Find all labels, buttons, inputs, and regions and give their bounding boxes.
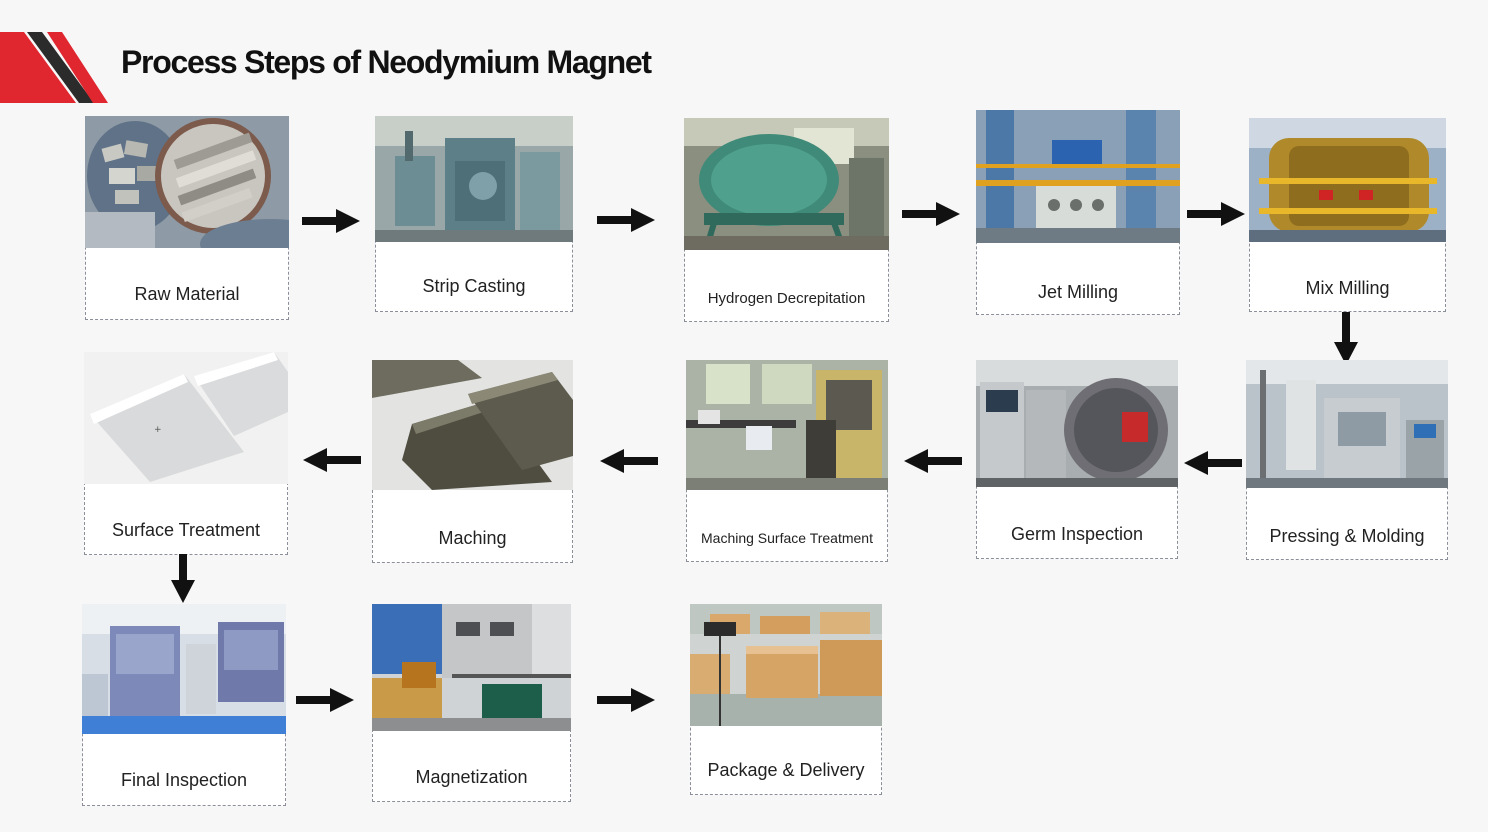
arrow-down-icon <box>1334 312 1358 365</box>
arrow-right-icon <box>296 688 354 712</box>
coated-magnets-photo: + <box>84 352 288 484</box>
pressing-molding-press-photo <box>1246 360 1448 488</box>
arrow-left-icon <box>1184 451 1242 475</box>
step-card-maching: Maching <box>372 360 573 563</box>
arrow-left-icon <box>600 449 658 473</box>
logo-stripes-icon <box>0 32 108 103</box>
step-card-raw-material: Raw Material <box>85 116 289 320</box>
boxed-pallets-photo <box>690 604 882 726</box>
step-label: Jet Milling <box>1037 282 1119 302</box>
step-label: Mix Milling <box>1305 278 1390 298</box>
arrow-right-icon <box>597 208 655 232</box>
arrow-down-icon <box>171 554 195 603</box>
hydrogen-decrepitation-machine-photo <box>684 118 889 250</box>
test-chambers-photo <box>82 604 286 734</box>
arrow-right-icon <box>597 688 655 712</box>
step-label: Pressing & Molding <box>1269 526 1425 546</box>
step-card-mix-milling: Mix Milling <box>1249 118 1446 312</box>
magnet-blocks-photo <box>372 360 573 490</box>
sintering-furnace-photo <box>976 360 1178 487</box>
step-card-surface-treatment: + Surface Treatment <box>84 352 288 555</box>
arrow-left-icon <box>303 448 361 472</box>
step-card-magnetization: Magnetization <box>372 604 571 802</box>
step-label: Maching Surface Treatment <box>701 530 873 546</box>
step-card-package-delivery: Package & Delivery <box>690 604 882 795</box>
step-card-hydrogen-decrepitation: Hydrogen Decrepitation <box>684 118 889 322</box>
step-label: Germ Inspection <box>1010 524 1144 544</box>
svg-text:+: + <box>154 425 162 435</box>
jet-milling-plant-photo <box>976 110 1180 243</box>
step-card-strip-casting: Strip Casting <box>375 116 573 312</box>
step-label: Final Inspection <box>120 770 248 790</box>
arrow-right-icon <box>902 202 960 226</box>
magnetizer-bench-photo <box>372 604 571 731</box>
step-label: Maching <box>438 528 507 548</box>
mix-milling-drum-photo <box>1249 118 1446 242</box>
machining-workshop-photo <box>686 360 888 490</box>
step-card-final-inspection: Final Inspection <box>82 604 286 806</box>
step-card-germ-inspection: Germ Inspection <box>976 360 1178 559</box>
step-card-maching-surface-treatment: Maching Surface Treatment <box>686 360 888 562</box>
step-label: Raw Material <box>134 284 240 304</box>
strip-casting-furnace-photo <box>375 116 573 242</box>
arrow-left-icon <box>904 449 962 473</box>
page-title: Process Steps of Neodymium Magnet <box>121 44 652 80</box>
step-card-jet-milling: Jet Milling <box>976 110 1180 315</box>
step-label: Surface Treatment <box>111 520 261 540</box>
arrow-right-icon <box>1187 202 1245 226</box>
step-label: Magnetization <box>415 767 528 787</box>
step-card-pressing-molding: Pressing & Molding <box>1246 360 1448 560</box>
step-label: Strip Casting <box>422 276 526 296</box>
step-label: Hydrogen Decrepitation <box>707 290 866 307</box>
arrow-right-icon <box>302 209 360 233</box>
step-label: Package & Delivery <box>707 760 865 780</box>
raw-material-photo <box>85 116 289 248</box>
